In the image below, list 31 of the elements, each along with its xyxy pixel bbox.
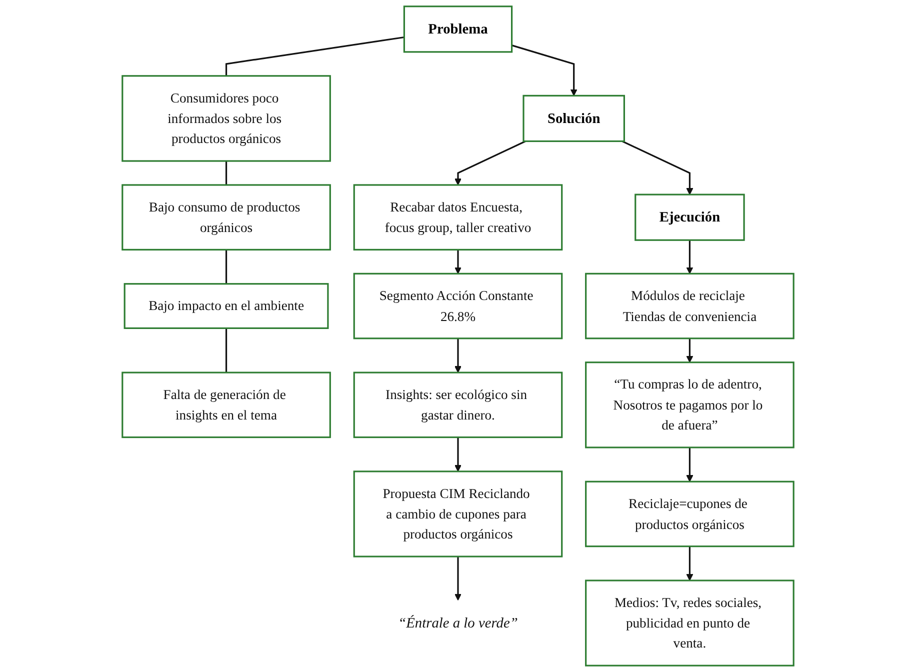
node-box: Insights: ser ecológico sin gastar dinero. [352, 372, 562, 438]
node-box: Bajo consumo de productos orgánicos [121, 184, 330, 250]
node-box: Solución [522, 94, 624, 142]
arrow [454, 556, 461, 601]
arrow [454, 338, 461, 373]
node-box: Segmento Acción Constante 26.8% [352, 272, 562, 340]
node-text: “Éntrale a lo verde” [398, 614, 518, 631]
arrow [511, 44, 577, 96]
arrow [621, 140, 693, 195]
connector [224, 161, 227, 185]
node-box: Consumidores poco informados sobre los productos orgánicos [121, 75, 330, 162]
arrow [686, 240, 693, 274]
node-box: Bajo impacto en el ambiente [123, 283, 328, 329]
connector [224, 250, 227, 284]
node-box: Ejecución [634, 194, 744, 241]
arrow [686, 338, 693, 363]
node-box: “Tu compras lo de adentro, Nosotros te pagamos por lo de afuera” [584, 362, 794, 448]
node-box: Recabar datos Encuesta, focus group, taller creativo [352, 184, 562, 250]
node-box: Falta de generación de insights en el tema [121, 372, 330, 438]
connector [224, 36, 404, 76]
arrow [686, 447, 693, 482]
arrow [686, 546, 693, 581]
arrow [454, 140, 526, 186]
node-box: Reciclaje=cupones de productos orgánicos [584, 480, 794, 548]
arrow [454, 250, 461, 274]
connector [224, 328, 227, 373]
node-box: Propuesta CIM Reciclando a cambio de cupones para productos orgánicos [352, 470, 562, 558]
node-box: Medios: Tv, redes sociales, publicidad en punto de venta. [584, 580, 794, 666]
arrow [454, 437, 461, 472]
node-box: Problema [402, 6, 512, 53]
node-box: Módulos de reciclaje Tiendas de conveniencia [584, 272, 794, 340]
